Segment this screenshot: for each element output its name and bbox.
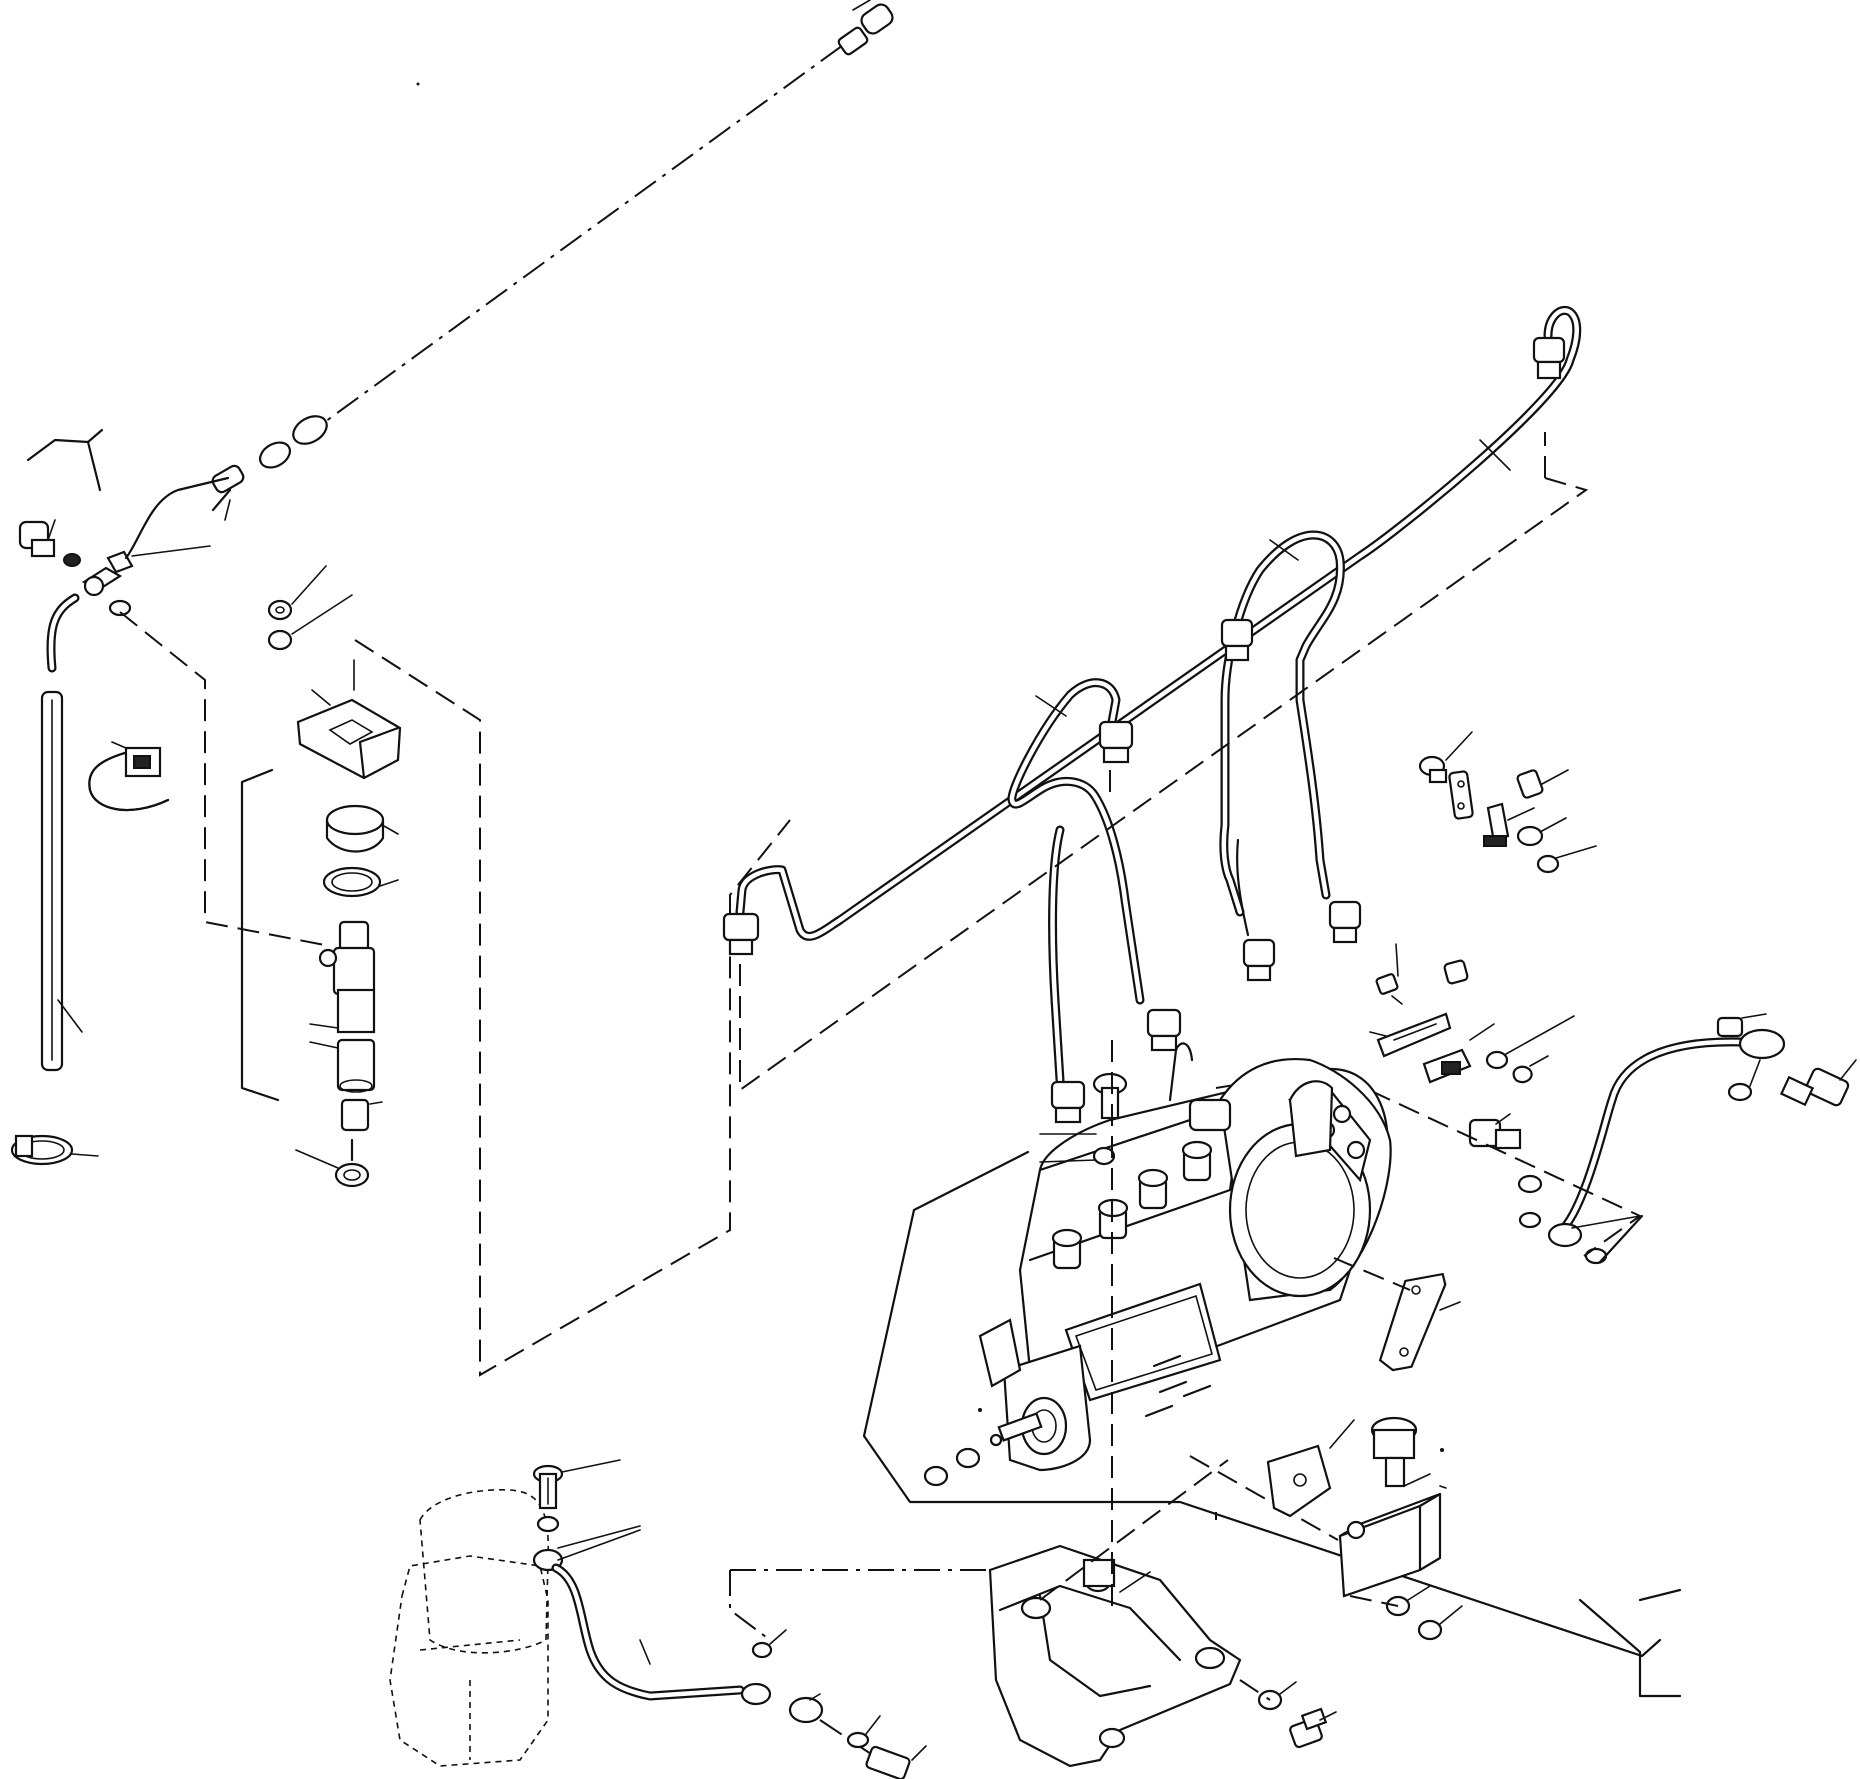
- dashed-guide-return: [1215, 1068, 1642, 1257]
- clamp-holder-b: [1422, 1023, 1495, 1084]
- top-banjo-fitting: [837, 0, 894, 56]
- air-bleeder-screw: [1039, 1072, 1128, 1166]
- return-pipe-banjo-top: [1716, 1013, 1786, 1060]
- seal-ring-large: [325, 804, 399, 853]
- speck: [416, 82, 420, 86]
- injection-pipe-3: [1007, 678, 1182, 1124]
- injection-pipe-1: [722, 306, 1582, 956]
- band-clamp: [88, 741, 170, 812]
- banjo-bolt-left: [18, 519, 56, 558]
- mounting-studs: [1144, 1354, 1212, 1418]
- clamp-washer-a: [1516, 817, 1567, 847]
- overflow-valve-block: [1189, 1416, 1447, 1598]
- pump-mounting-nut-b: [923, 1465, 949, 1487]
- left-overflow-assembly: [10, 428, 230, 1166]
- overflow-valve-gasket: [1266, 1419, 1355, 1518]
- clamp-plate-a: [1448, 770, 1474, 820]
- feed-hose-washer: [532, 1515, 641, 1572]
- o-ring: [322, 866, 399, 898]
- return-pipe-bolt-bottom: [1468, 1113, 1608, 1265]
- clamp-holder-a: [1483, 802, 1535, 847]
- feed-hose-washer-small: [751, 1629, 787, 1659]
- washer-small-upper: [267, 594, 353, 651]
- clamp-bolt-b: [1375, 943, 1403, 1005]
- stop-plate: [1333, 1257, 1461, 1372]
- nozzle-holder-body: [309, 920, 376, 1034]
- pump-mounting-nut-a: [955, 1447, 981, 1469]
- bracket-bolts: [1239, 1679, 1337, 1749]
- nozzle-retaining-nut: [309, 1038, 376, 1093]
- fuel-feed-hose: [532, 1459, 990, 1761]
- overflow-hose: [40, 690, 83, 1072]
- injection-pipe-2: [1219, 530, 1362, 982]
- dashed-guide-pipes: [739, 477, 1589, 1092]
- pipe-clamp-set-lower: [1369, 943, 1575, 1084]
- injection-pump: [862, 1042, 1662, 1658]
- nozzle-tip: [340, 1098, 383, 1132]
- nozzle-holder-bracket: [296, 659, 402, 780]
- return-pipe-banjo-bottom: [1518, 1211, 1641, 1248]
- dashed-guide-left: [119, 611, 331, 947]
- clamp-plate-b: [1369, 1012, 1452, 1058]
- injection-pipes: [722, 306, 1589, 1124]
- elbow-pipe: [46, 593, 80, 673]
- valve-block-washers: [1349, 1585, 1463, 1641]
- speck: [1440, 1448, 1444, 1452]
- pipe-clamp-set-upper: [1418, 731, 1597, 874]
- dashed-guide-nozzle: [354, 639, 791, 1377]
- return-pipe-right: [1215, 1013, 1857, 1265]
- injector-nozzle-assembly: [240, 565, 402, 1188]
- tee-fitting: [63, 476, 230, 617]
- dashdot-guide-feed: [729, 1570, 771, 1641]
- nozzle-gasket: [295, 1149, 370, 1188]
- return-line-upper: [211, 0, 894, 521]
- clamp-nut-b: [1485, 1015, 1575, 1070]
- clamp-nut-a: [1536, 845, 1597, 874]
- return-pipe-bolt-top: [1727, 1059, 1857, 1107]
- hose-clamp: [10, 1134, 99, 1166]
- pump-mounting-bracket: [988, 1512, 1242, 1768]
- nut-small-upper: [267, 565, 327, 621]
- speck: [978, 1408, 982, 1412]
- bracket-right-bottom: [1578, 1598, 1682, 1698]
- fuel-filter-ghost: [389, 1488, 550, 1767]
- clamp-rubber-b: [1443, 959, 1469, 985]
- feed-bolt-bottom: [846, 1715, 927, 1779]
- line-union-fittings: [211, 415, 328, 521]
- clamp-rubber-a: [1516, 769, 1569, 799]
- clamp-bolt-a: [1418, 731, 1473, 784]
- feed-hose-bolt: [532, 1459, 621, 1510]
- clamp-spring-b: [1512, 1055, 1549, 1084]
- dashed-bracket: [1039, 1459, 1229, 1601]
